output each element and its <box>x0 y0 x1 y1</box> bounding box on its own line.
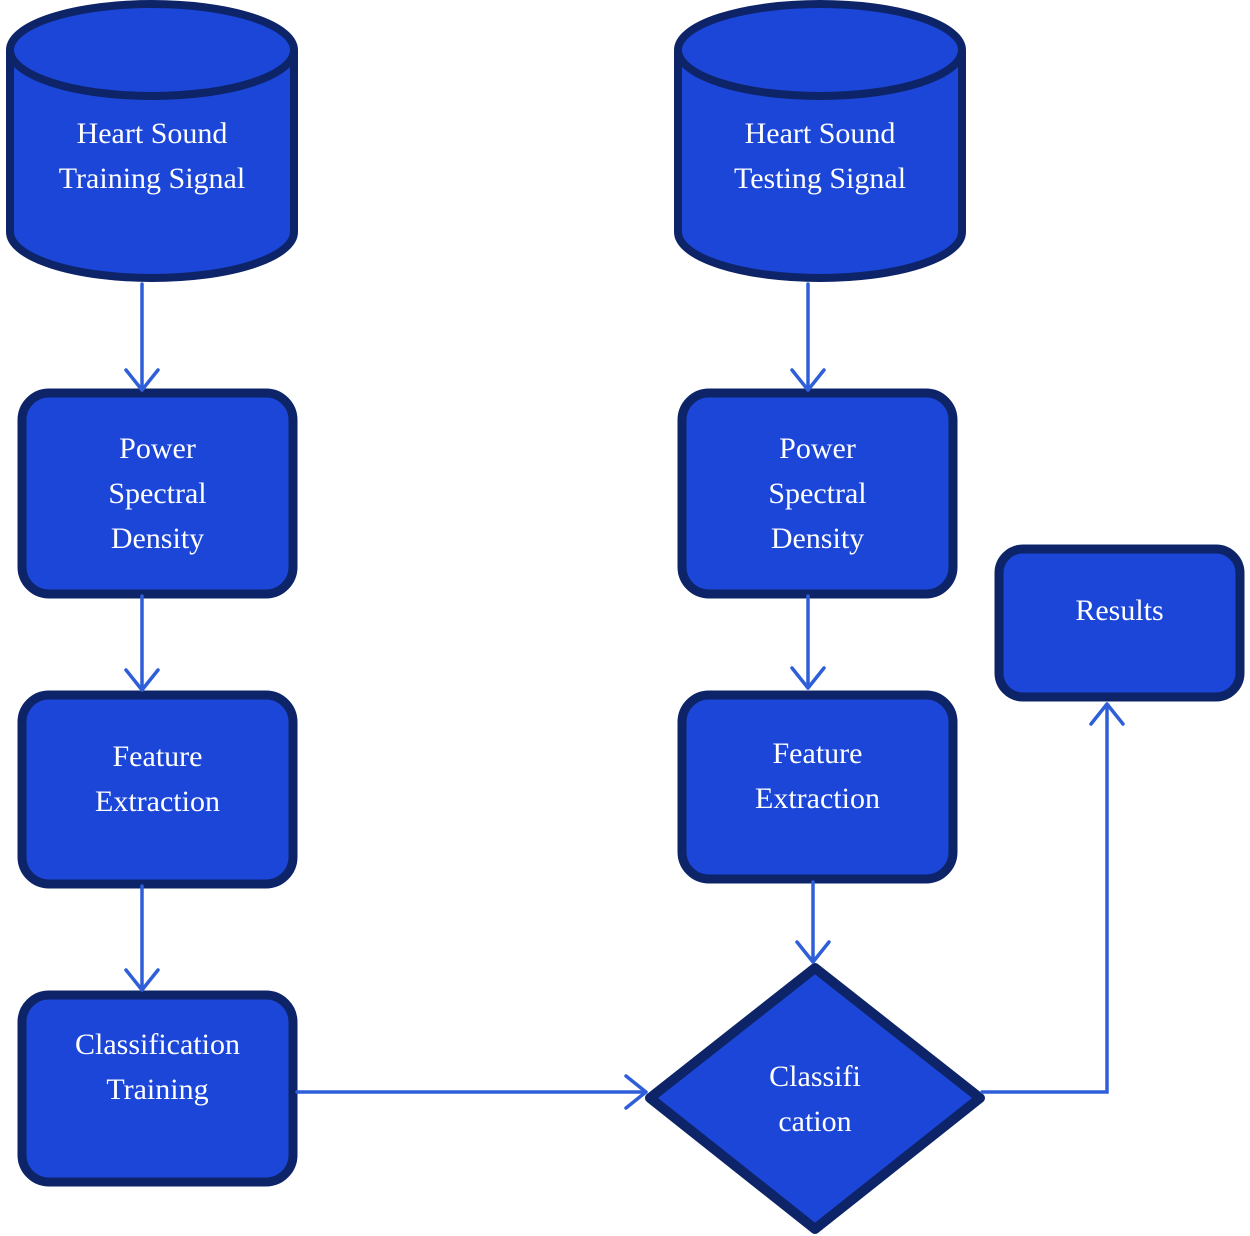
arrow-training-psd-to-feature <box>124 594 160 692</box>
arrow-testing-signal-to-psd <box>790 282 826 392</box>
training-signal-cylinder <box>6 0 298 282</box>
arrow-classification-to-results <box>980 702 1125 1094</box>
arrow-testing-feature-to-classification <box>795 880 831 964</box>
arrow-training-signal-to-psd <box>124 282 160 392</box>
arrow-classification-training-to-classification <box>295 1074 648 1110</box>
classification-training-box <box>17 990 298 1187</box>
results-box <box>994 544 1245 702</box>
testing-psd-box <box>677 388 958 599</box>
testing-feature-extraction-box <box>677 690 958 884</box>
training-feature-extraction-box <box>17 690 298 889</box>
classification-diamond <box>645 963 985 1234</box>
arrow-training-feature-to-classification-training <box>124 884 160 992</box>
testing-signal-cylinder <box>674 0 966 282</box>
training-psd-box <box>17 388 298 599</box>
arrow-testing-psd-to-feature <box>790 594 826 690</box>
